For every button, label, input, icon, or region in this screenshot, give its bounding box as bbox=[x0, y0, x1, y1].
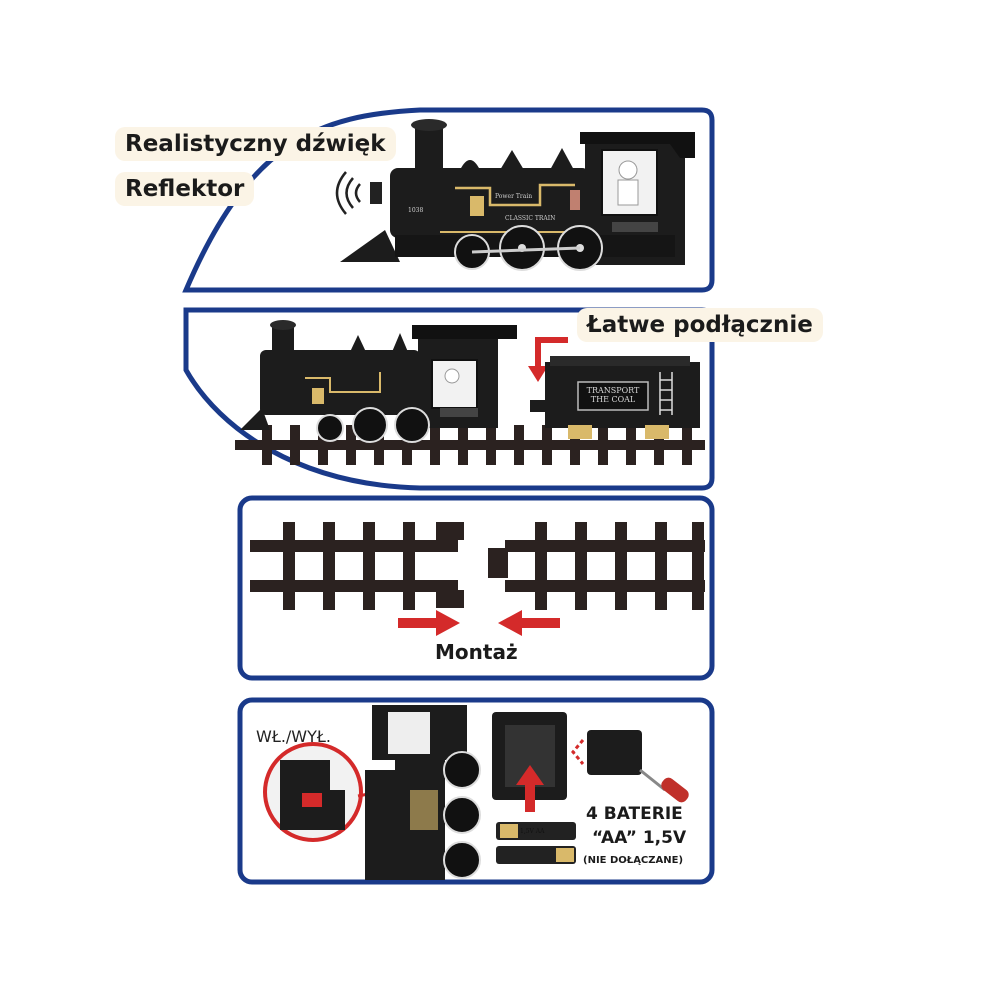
track-pieces bbox=[250, 522, 705, 636]
arrow-up-icon bbox=[516, 765, 544, 812]
tender-plate-line2: THE COAL bbox=[590, 395, 636, 404]
locomotive-1 bbox=[335, 119, 695, 271]
battery-panel-art bbox=[263, 705, 689, 880]
on-off-label: WŁ./WYŁ. bbox=[256, 727, 331, 746]
arrow-down-icon bbox=[528, 337, 568, 382]
arrow-left-icon bbox=[498, 610, 560, 636]
sound-label: Realistyczny dźwięk bbox=[115, 127, 396, 161]
tender-plate: TRANSPORT THE COAL bbox=[578, 386, 648, 404]
panel-4-frame bbox=[237, 697, 715, 885]
connect-label: Łatwe podłącznie bbox=[577, 308, 823, 342]
loco-number: 1038 bbox=[408, 207, 424, 214]
battery-line-3: (NIE DOŁĄCZANE) bbox=[583, 855, 684, 866]
loco-sub: CLASSIC TRAIN bbox=[505, 215, 556, 222]
screwdriver-icon bbox=[639, 768, 689, 803]
panel-3-frame bbox=[237, 495, 715, 681]
battery-line-2: “AA” 1,5V bbox=[592, 828, 687, 848]
assembly-label: Montaż bbox=[435, 640, 518, 664]
speaker-icon bbox=[335, 171, 382, 215]
battery-line-1: 4 BATERIE bbox=[586, 804, 683, 824]
arrow-right-icon bbox=[398, 610, 460, 636]
locomotive-2 bbox=[235, 320, 705, 465]
battery-label: 1,5V AA bbox=[520, 828, 545, 835]
tender-plate-line1: TRANSPORT bbox=[586, 386, 640, 395]
loco-title: Power Train bbox=[495, 193, 533, 200]
light-label: Reflektor bbox=[115, 172, 255, 206]
